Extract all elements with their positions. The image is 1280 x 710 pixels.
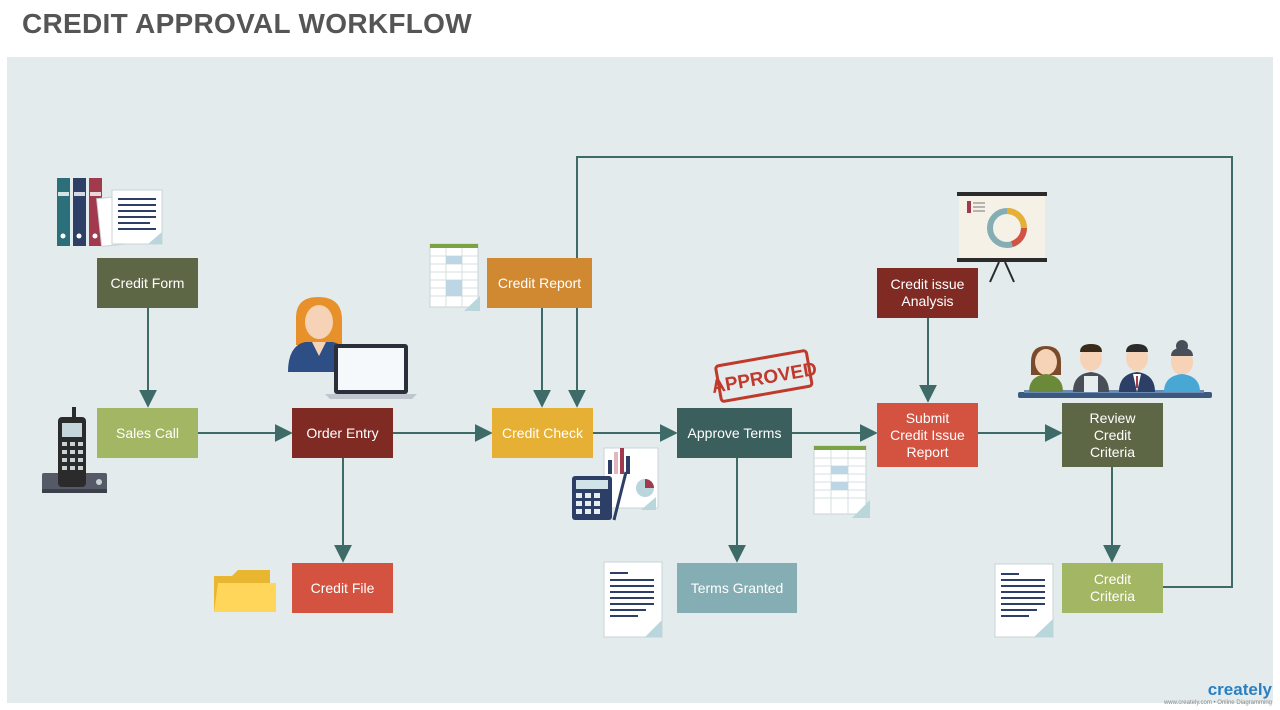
woman-laptop-icon [288, 297, 417, 399]
binders-icon [57, 178, 163, 248]
node-credit-report-label: Credit Report [497, 274, 582, 291]
node-credit-issue-analysis-label: Credit issue Analysis [890, 276, 965, 309]
watermark[interactable]: creately www.creately.com • Online Diagr… [1164, 680, 1272, 706]
node-credit-form: Credit Form [97, 258, 198, 308]
calculator-icon [572, 447, 659, 521]
node-approve-terms: Approve Terms [677, 408, 792, 458]
watermark-brand: creately [1207, 680, 1272, 699]
node-submit-credit-issue-report-label: Submit Credit Issue Report [890, 409, 965, 460]
spreadsheet-icon-terms [813, 445, 870, 518]
node-review-credit-criteria-label: Review Credit Criteria [1089, 409, 1136, 460]
node-credit-file-label: Credit File [310, 579, 375, 596]
connector-criteria-loop-to-check [568, 156, 1233, 588]
node-sales-call-label: Sales Call [115, 424, 180, 441]
phone-icon [42, 407, 107, 493]
node-order-entry: Order Entry [292, 408, 393, 458]
watermark-tagline: www.creately.com • Online Diagramming [1163, 700, 1272, 706]
folder-icon [214, 570, 276, 612]
node-credit-report: Credit Report [487, 258, 592, 308]
node-sales-call: Sales Call [97, 408, 198, 458]
team-icon [1018, 340, 1212, 398]
node-credit-file: Credit File [292, 563, 393, 613]
node-credit-check: Credit Check [492, 408, 593, 458]
node-submit-credit-issue-report: Submit Credit Issue Report [877, 403, 978, 467]
node-terms-granted-label: Terms Granted [690, 579, 784, 596]
document-icon-terms [603, 561, 663, 638]
node-credit-form-label: Credit Form [110, 274, 185, 291]
approved-stamp-icon: APPROVED [710, 349, 819, 403]
presentation-board-icon [957, 192, 1047, 283]
node-credit-issue-analysis: Credit issue Analysis [877, 268, 978, 318]
node-credit-criteria: Credit Criteria [1062, 563, 1163, 613]
node-credit-criteria-label: Credit Criteria [1089, 571, 1136, 604]
node-credit-check-label: Credit Check [502, 424, 583, 441]
spreadsheet-icon [429, 243, 480, 311]
node-order-entry-label: Order Entry [306, 424, 379, 441]
node-review-credit-criteria: Review Credit Criteria [1062, 403, 1163, 467]
page-title: CREDIT APPROVAL WORKFLOW [22, 8, 472, 39]
document-icon-criteria [994, 563, 1054, 638]
node-terms-granted: Terms Granted [677, 563, 797, 613]
node-approve-terms-label: Approve Terms [687, 424, 782, 441]
